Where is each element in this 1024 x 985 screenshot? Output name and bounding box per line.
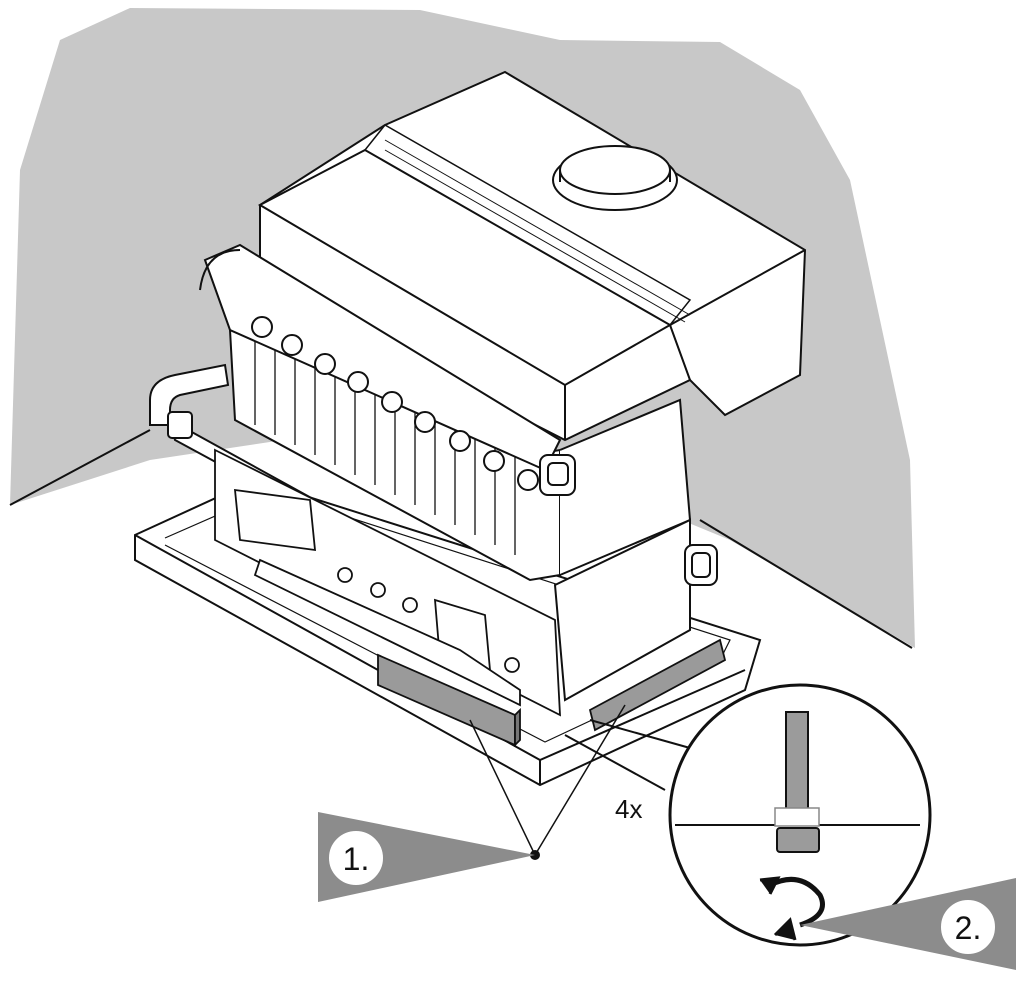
quantity-multiplier: 4x — [615, 794, 642, 824]
detail-leader — [564, 719, 691, 791]
flue-collar — [552, 145, 678, 211]
step1-label: 1. — [343, 841, 370, 877]
return-connection — [684, 544, 718, 586]
step2-label: 2. — [955, 910, 982, 946]
step2-callout: 2. — [800, 878, 1016, 970]
detail-magnifier — [668, 683, 932, 947]
section-manifold — [199, 243, 576, 496]
exchanger-fins — [254, 340, 516, 555]
leveling-bolt-icon — [774, 711, 820, 853]
burner-compartment — [214, 448, 561, 717]
corner-line — [9, 429, 913, 649]
rotate-counterclockwise-icon — [759, 876, 825, 941]
step1-callout: 1. — [318, 812, 535, 902]
step1-leaders — [469, 704, 626, 856]
